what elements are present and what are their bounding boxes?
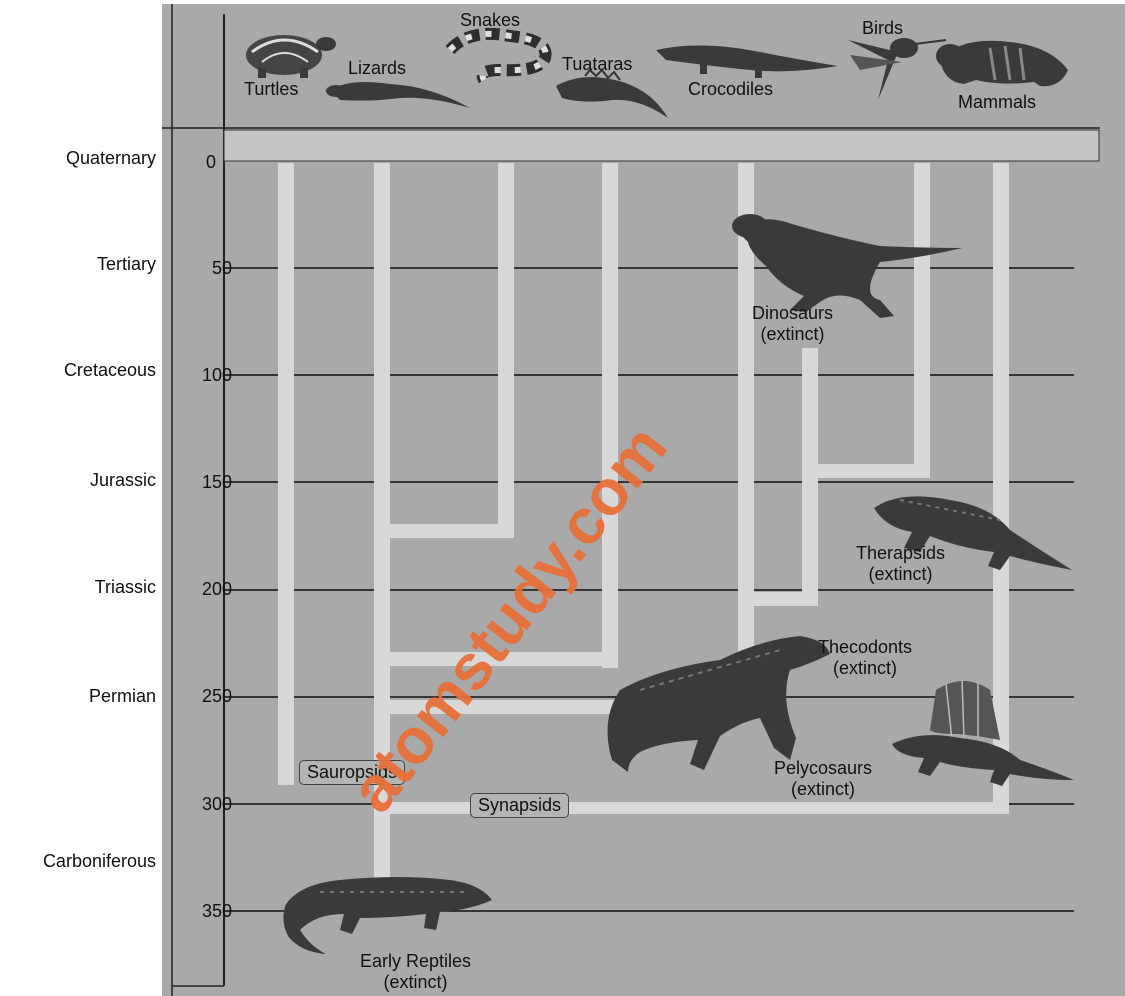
tick-300: 300 (172, 794, 232, 815)
lineage-mammals (993, 163, 1009, 813)
label-thecodonts: Thecodonts (extinct) (818, 637, 912, 679)
lineage-turtles (278, 163, 294, 785)
label-dinosaurs-extinct: (extinct) (752, 324, 833, 345)
period-tertiary: Tertiary (0, 254, 156, 275)
tick-350: 350 (172, 901, 232, 922)
label-lizards: Lizards (348, 58, 406, 79)
lineage-snakes (498, 163, 514, 538)
tick-250: 250 (172, 686, 232, 707)
label-pelycosaurs-extinct: (extinct) (774, 779, 872, 800)
label-early-reptiles-name: Early Reptiles (360, 951, 471, 972)
period-permian: Permian (0, 686, 156, 707)
tick-50: 50 (172, 258, 232, 279)
label-pelycosaurs: Pelycosaurs (extinct) (774, 758, 872, 800)
period-triassic: Triassic (0, 577, 156, 598)
label-thecodonts-extinct: (extinct) (818, 658, 912, 679)
period-jurassic: Jurassic (0, 470, 156, 491)
label-therapsids: Therapsids (extinct) (856, 543, 945, 585)
label-dinosaurs: Dinosaurs (extinct) (752, 303, 833, 345)
lineage-tuataras (602, 163, 618, 668)
tick-0: 0 (156, 152, 216, 173)
label-pelycosaurs-name: Pelycosaurs (774, 758, 872, 779)
label-crocodiles: Crocodiles (688, 79, 773, 100)
period-quaternary: Quaternary (0, 148, 156, 169)
clade-synapsids: Synapsids (470, 793, 569, 818)
label-turtles: Turtles (244, 79, 298, 100)
label-birds: Birds (862, 18, 903, 39)
label-therapsids-extinct: (extinct) (856, 564, 945, 585)
connector-crocs-dinosaurs (738, 592, 818, 606)
connector-birds (802, 464, 930, 478)
label-thecodonts-name: Thecodonts (818, 637, 912, 658)
period-cretaceous: Cretaceous (0, 360, 156, 381)
label-dinosaurs-name: Dinosaurs (752, 303, 833, 324)
label-early-reptiles-extinct: (extinct) (360, 972, 471, 993)
lineage-birds (914, 163, 930, 478)
label-snakes: Snakes (460, 10, 520, 31)
label-therapsids-name: Therapsids (856, 543, 945, 564)
tick-150: 150 (172, 472, 232, 493)
present-band (224, 130, 1099, 161)
tick-100: 100 (172, 365, 232, 386)
label-mammals: Mammals (958, 92, 1036, 113)
label-early-reptiles: Early Reptiles (extinct) (360, 951, 471, 993)
connector-lizards-snakes (374, 524, 514, 538)
label-tuataras: Tuataras (562, 54, 632, 75)
tick-200: 200 (172, 579, 232, 600)
period-carboniferous: Carboniferous (0, 851, 156, 872)
